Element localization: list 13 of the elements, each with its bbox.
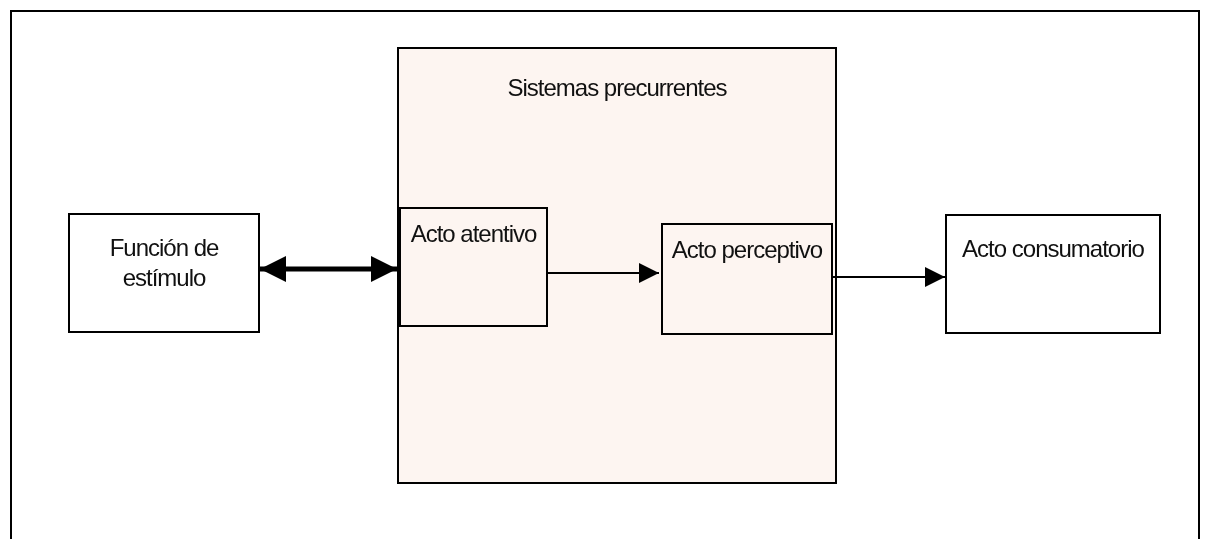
group-box <box>397 47 837 484</box>
arrow <box>260 256 397 282</box>
process-box <box>945 214 1161 334</box>
process-box <box>399 207 548 327</box>
box-label: Acto perceptivo <box>671 235 823 265</box>
arrow <box>545 263 660 283</box>
group-title: Sistemas precurrentes <box>506 73 728 103</box>
box-label: Acto atentivo <box>409 219 538 249</box>
arrow <box>830 267 946 287</box>
box-label: Acto consumatorio <box>961 234 1145 264</box>
process-box <box>661 223 833 335</box>
box-label: Función de estímulo <box>108 233 220 293</box>
process-box <box>68 213 260 333</box>
